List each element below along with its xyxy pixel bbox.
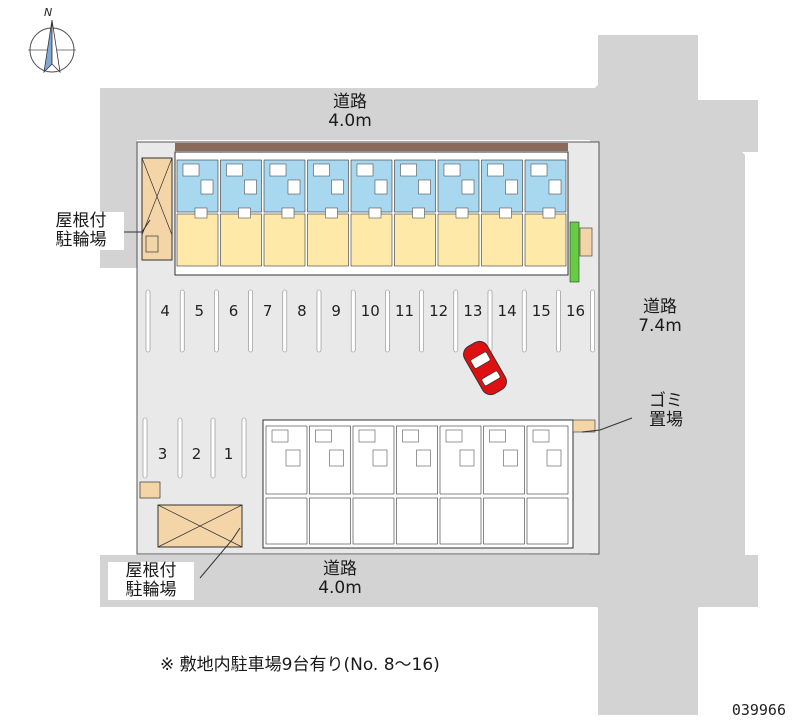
fence-top	[175, 143, 568, 151]
parking-line	[316, 289, 322, 353]
parking-spot-number: 10	[360, 302, 380, 320]
unit-top	[263, 159, 306, 267]
parking-line	[177, 417, 183, 479]
building-bottom	[262, 419, 596, 549]
parking-line	[556, 289, 561, 353]
parking-spot-number: 4	[160, 302, 170, 320]
road-right-label: 道路 7.4m	[615, 297, 705, 337]
garbage-area	[572, 419, 596, 433]
parking-line	[248, 289, 253, 353]
parking-line	[179, 289, 185, 353]
parking-spot-number: 5	[194, 302, 205, 320]
north-arrow-icon	[28, 19, 76, 74]
parking-line	[282, 289, 288, 353]
parking-spot-number: 3	[157, 445, 168, 463]
road-right-top-stub	[698, 100, 758, 152]
road-top-width: 4.0m	[328, 111, 372, 132]
parking-line	[210, 417, 216, 479]
parking-line	[385, 289, 390, 353]
parking-line	[142, 417, 148, 479]
unit-bottom	[309, 425, 351, 545]
parking-spot-number: 6	[228, 302, 239, 320]
parking-line	[590, 289, 595, 353]
parking-spot-number: 9	[331, 302, 341, 320]
parking-spot-number: 14	[497, 302, 517, 320]
unit-top	[394, 159, 436, 267]
meter-box	[579, 227, 593, 257]
unit-bottom	[483, 425, 525, 545]
parking-line	[145, 289, 151, 353]
parking-spot-number: 1	[223, 445, 234, 463]
unit-top	[176, 159, 219, 267]
unit-bottom	[265, 425, 308, 545]
road-right-bottom-stub	[698, 555, 758, 607]
parking-line	[241, 417, 247, 479]
parking-line	[521, 289, 527, 353]
parking-note: ※ 敷地内駐車場9台有り(No. 8～16)	[160, 655, 440, 675]
parking-lines	[142, 289, 595, 479]
bike-shelter-bottom	[139, 481, 243, 548]
road-top	[100, 88, 620, 140]
road-right-width: 7.4m	[638, 316, 682, 337]
unit-top	[307, 159, 349, 267]
unit-bottom	[396, 425, 438, 545]
unit-top	[524, 159, 567, 267]
property-code: 039966	[731, 701, 786, 719]
bike-parking-top-line1: 屋根付	[55, 211, 107, 231]
unit-bottom	[526, 425, 569, 545]
unit-top	[437, 159, 480, 267]
hedge	[569, 221, 580, 283]
garbage-line2: 置場	[649, 410, 683, 431]
bike-parking-bottom-line1: 屋根付	[125, 561, 177, 581]
parking-spot-number: 16	[565, 302, 586, 320]
garbage-line1: ゴミ	[649, 391, 683, 411]
roads	[100, 35, 758, 715]
north-letter: N	[44, 6, 53, 19]
parking-spot-number: 11	[394, 302, 415, 320]
bike-parking-top-label: 屋根付 駐輪場	[38, 211, 124, 251]
parking-line	[487, 289, 493, 353]
road-top-label: 道路 4.0m	[300, 92, 400, 132]
parking-spot-number: 15	[531, 302, 551, 320]
parking-spot-number: 7	[262, 302, 273, 320]
bike-shelter-top	[141, 157, 173, 261]
road-bottom-name: 道路	[323, 559, 357, 579]
parking-line	[419, 289, 424, 353]
unit-top	[481, 159, 523, 267]
unit-bottom	[439, 425, 482, 545]
parking-line	[453, 289, 459, 353]
parking-line	[350, 289, 356, 353]
garbage-label: ゴミ 置場	[634, 391, 698, 431]
road-top-name: 道路	[333, 92, 367, 112]
road-right-name: 道路	[643, 297, 677, 317]
car-icon	[463, 340, 507, 396]
leader-lines	[122, 219, 633, 579]
road-right	[590, 35, 745, 715]
parking-spot-number: 2	[191, 445, 202, 463]
parking-spot-number: 8	[297, 302, 307, 320]
road-bottom-label: 道路 4.0m	[290, 559, 390, 599]
bike-parking-bottom-line2: 駐輪場	[125, 580, 177, 601]
parking-spot-number: 13	[463, 302, 483, 320]
parking-line	[214, 289, 219, 353]
unit-bottom	[352, 425, 395, 545]
bike-parking-bottom-label: 屋根付 駐輪場	[108, 561, 194, 601]
bike-parking-top-line2: 駐輪場	[55, 230, 107, 251]
unit-top	[220, 159, 262, 267]
unit-top	[350, 159, 393, 267]
building-top	[174, 143, 593, 283]
parking-spot-number: 12	[429, 302, 449, 320]
road-bottom-width: 4.0m	[318, 578, 362, 599]
